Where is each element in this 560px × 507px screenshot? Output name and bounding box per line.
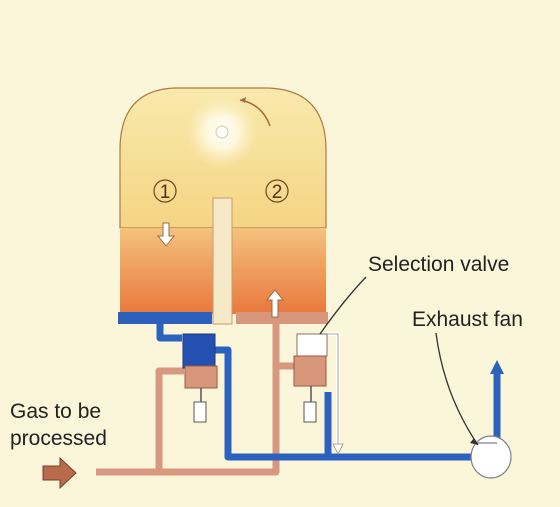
- gas-inlet-label: Gas to be processed: [10, 398, 107, 452]
- left-chamber-floor: [118, 312, 212, 324]
- right-chamber-floor: [236, 312, 328, 324]
- exhaust-fan-leader: [435, 332, 479, 446]
- clean-gas-piping: [156, 322, 501, 461]
- outlet-left-drop: [156, 322, 182, 342]
- exhaust-fan-icon: [470, 435, 512, 479]
- return-down-arrow-icon: [332, 443, 344, 455]
- raw-gas-piping: [96, 320, 295, 476]
- return-line: [326, 332, 344, 455]
- outlet-main-pipe: [214, 346, 478, 461]
- right-selection-valve-icon: [293, 333, 328, 423]
- down-arrow-icon: [156, 222, 176, 247]
- rotation-arrowhead-icon: [240, 97, 246, 103]
- chamber-badge-right: 2: [265, 179, 289, 203]
- chamber-number-left: 1: [160, 182, 171, 203]
- exhaust-up-arrow-icon: [490, 360, 504, 374]
- left-selection-valve-icon: [182, 333, 218, 423]
- selection-valve-label: Selection valve: [368, 253, 510, 276]
- chamber-number-right: 2: [272, 182, 283, 203]
- gas-inlet-label-line2: processed: [10, 427, 107, 450]
- gas-inlet-arrow-icon: [42, 456, 77, 490]
- center-divider-wall: [212, 197, 233, 325]
- selection-valve-leader: [319, 276, 367, 335]
- exhaust-fan-label: Exhaust fan: [412, 308, 523, 331]
- oxidizer-vessel: [118, 87, 328, 325]
- inlet-left-branch: [155, 367, 184, 472]
- up-arrow-icon: [265, 289, 285, 318]
- glow-circle-icon: [186, 96, 258, 168]
- leader-arrowhead-icon: [470, 438, 478, 445]
- chamber-badge-left: 1: [153, 179, 177, 203]
- gas-inlet-label-line1: Gas to be: [10, 400, 102, 423]
